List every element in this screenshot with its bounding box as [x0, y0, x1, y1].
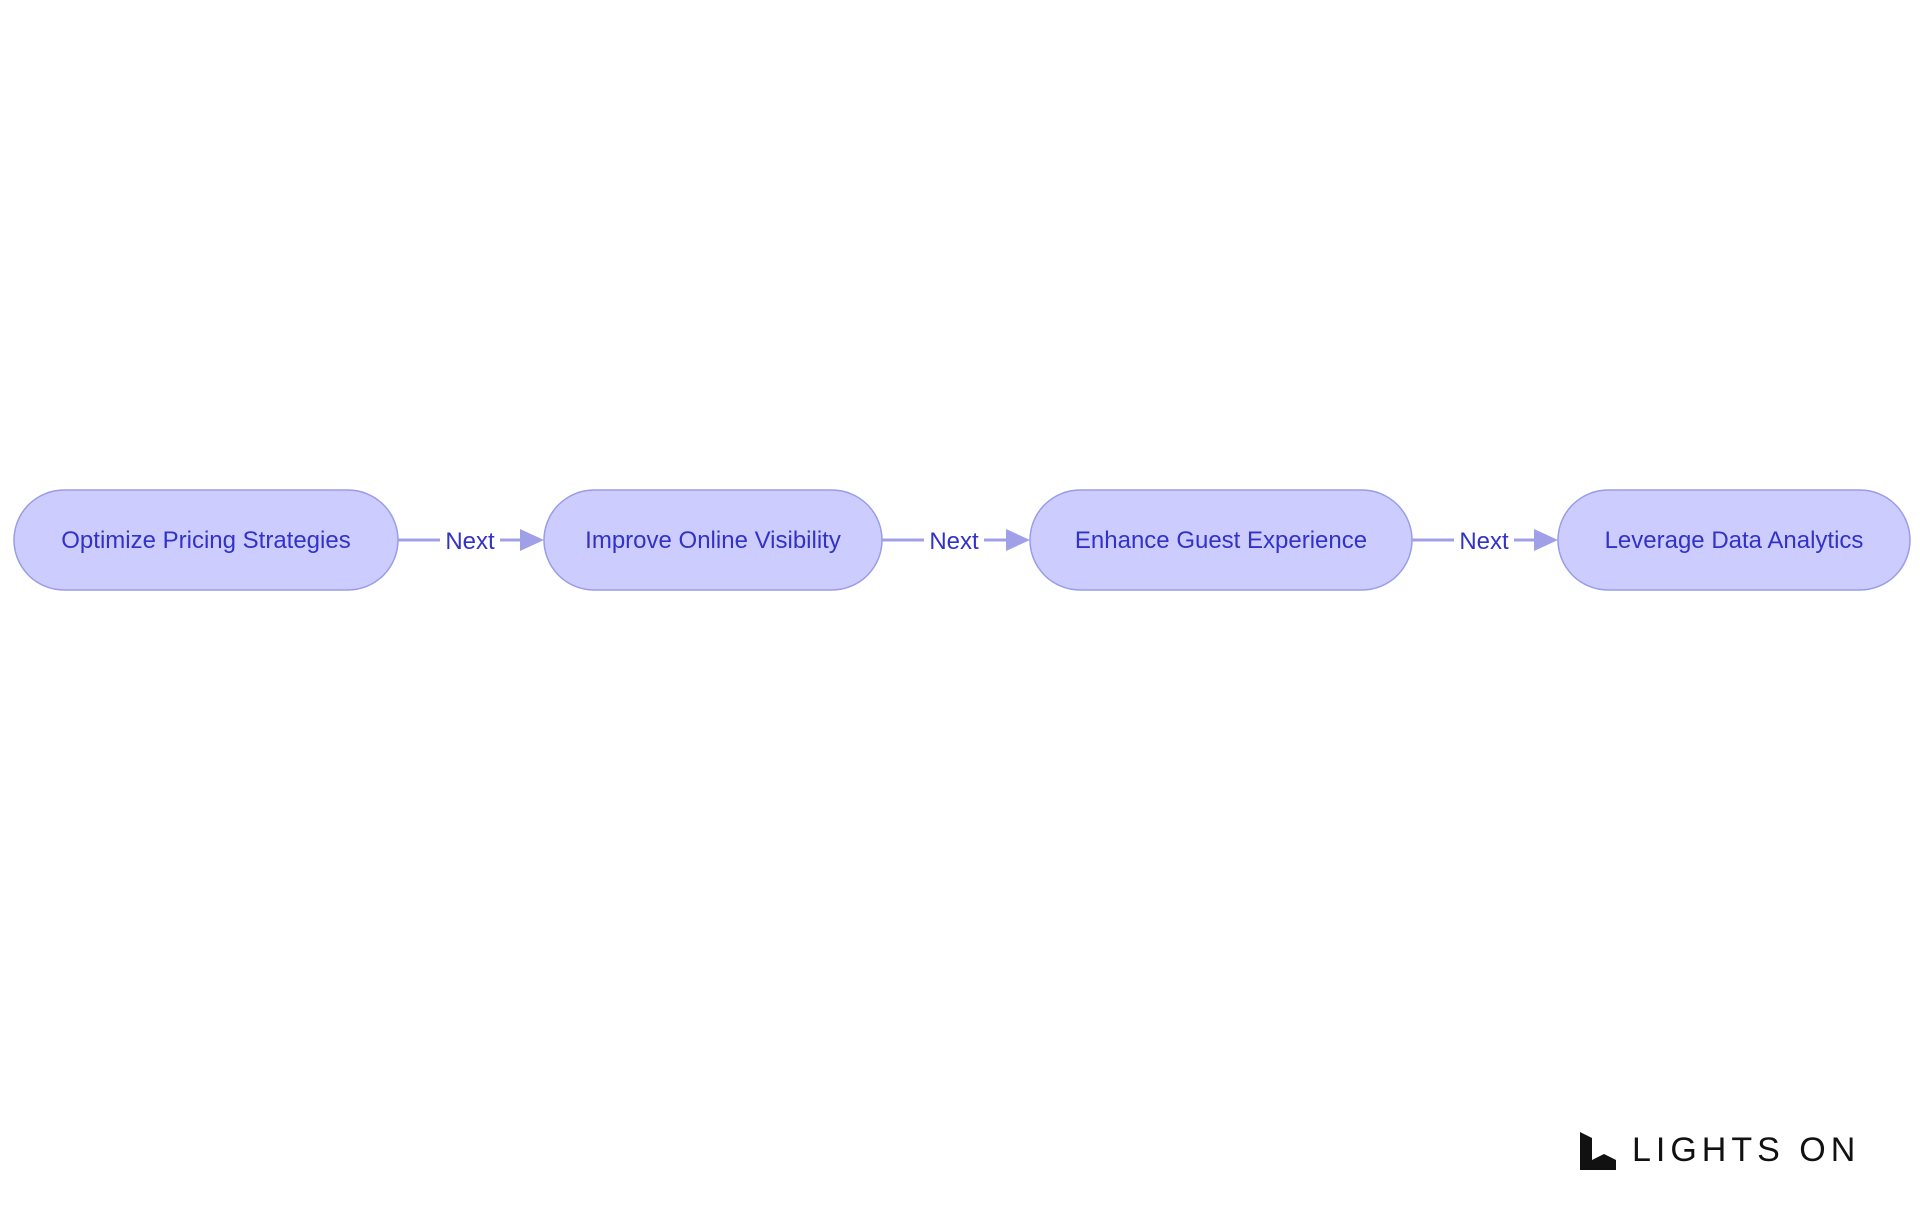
node-label: Optimize Pricing Strategies	[61, 527, 350, 554]
edge-label: Next	[445, 528, 495, 555]
node-enhance-guest-experience: Enhance Guest Experience	[1029, 489, 1413, 591]
arrowhead-icon	[1534, 529, 1558, 551]
node-label: Leverage Data Analytics	[1605, 527, 1864, 554]
logo-text: LIGHTS ON	[1632, 1131, 1861, 1169]
node-improve-online-visibility: Improve Online Visibility	[543, 489, 883, 591]
node-optimize-pricing-strategies: Optimize Pricing Strategies	[13, 489, 399, 591]
edge-label: Next	[1459, 528, 1509, 555]
lights-on-logo-icon	[1580, 1132, 1616, 1170]
lights-on-logo: LIGHTS ON	[1578, 1128, 1860, 1172]
edge-n1-n2: Next	[398, 524, 544, 556]
edge-n3-n4: Next	[1412, 524, 1558, 556]
edge-label: Next	[929, 528, 979, 555]
arrowhead-icon	[1006, 529, 1030, 551]
node-label: Improve Online Visibility	[585, 527, 841, 554]
edge-n2-n3: Next	[882, 524, 1030, 556]
node-label: Enhance Guest Experience	[1075, 527, 1367, 554]
arrowhead-icon	[520, 529, 544, 551]
node-leverage-data-analytics: Leverage Data Analytics	[1557, 489, 1911, 591]
